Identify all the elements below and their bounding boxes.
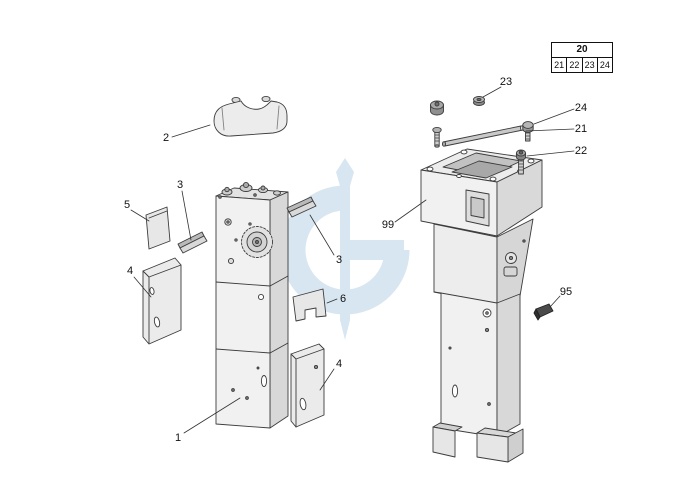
callout-part-4-right: 4 [336, 358, 342, 370]
part-3-key-left [177, 231, 208, 254]
callout-part-99: 99 [382, 219, 394, 231]
part-2-cap [213, 95, 288, 137]
hardware-nut [430, 100, 444, 116]
part-99-housing [420, 148, 543, 463]
callout-part-22: 22 [575, 145, 587, 157]
callout-part-3-right: 3 [336, 254, 342, 266]
reference-table-cell-23: 23 [583, 58, 598, 72]
reference-table-cell-24: 24 [599, 60, 610, 70]
hardware-screw-small [432, 126, 442, 148]
callout-part-2: 2 [163, 132, 169, 144]
part-1-valve-body [215, 181, 289, 429]
callout-part-3-left: 3 [177, 179, 183, 191]
reference-table-cell-22: 22 [567, 58, 583, 72]
callout-part-6: 6 [340, 293, 346, 305]
part-24-bolt [522, 121, 534, 142]
reference-table-header: 20 [552, 43, 612, 58]
callout-part-5: 5 [124, 199, 130, 211]
leader-lines [130, 86, 575, 434]
part-4-plate-left [142, 257, 182, 345]
callout-labels: 1 2 3 3 4 4 5 6 21 22 23 24 95 99 [124, 76, 587, 444]
part-5-plate [145, 206, 171, 250]
part-95-clip [533, 303, 554, 321]
callout-part-24: 24 [575, 102, 587, 114]
callout-part-21: 21 [575, 123, 587, 135]
part-21-rod [441, 125, 525, 147]
part-6-plate [292, 288, 327, 322]
part-23-washer [473, 96, 485, 106]
callout-part-95: 95 [560, 286, 572, 298]
callout-part-23: 23 [500, 76, 512, 88]
reference-table-cell-21: 21 [552, 58, 568, 72]
reference-table: 20 21 22 23 24 [551, 42, 613, 73]
part-3-key-right [286, 196, 317, 218]
callout-part-1: 1 [175, 432, 181, 444]
callout-part-4-left: 4 [127, 265, 133, 277]
watermark-logo [280, 158, 410, 340]
part-4-plate-right [290, 343, 325, 428]
reference-table-row: 21 22 23 24 [552, 58, 612, 72]
part-22-screw [515, 149, 527, 175]
